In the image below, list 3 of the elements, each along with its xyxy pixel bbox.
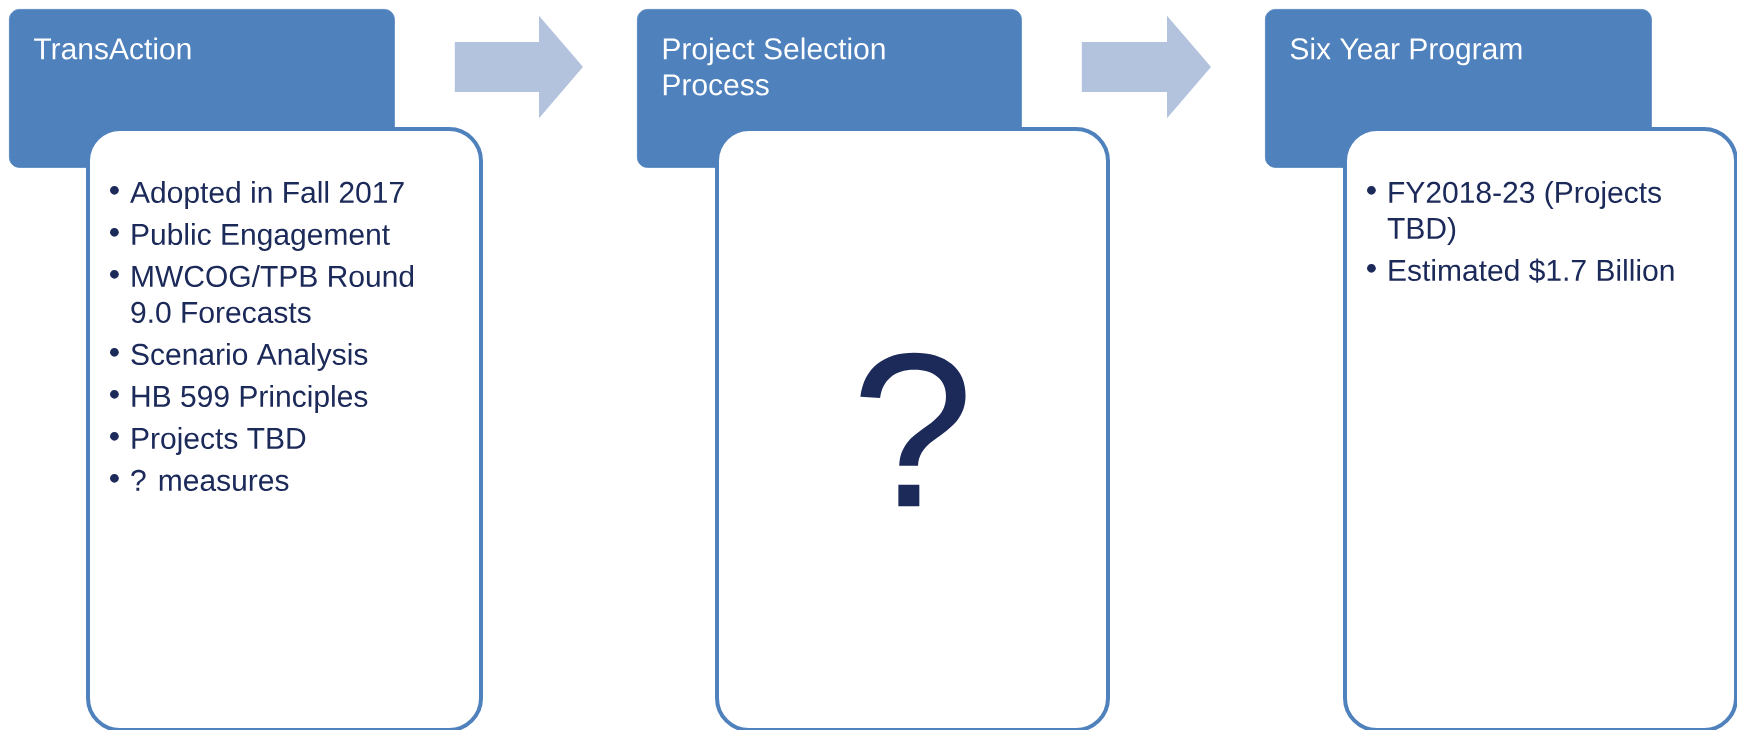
bullet-list-box: FY2018-23 (Projects TBD) Estimated $1.7 Billion [1343, 127, 1737, 730]
question-mark-box: ? [715, 127, 1110, 730]
bullet-list-box: Adopted in Fall 2017 Public Engagement MWCOG/TPB Round 9.0 Forecasts Scenario Analysis HB 599 Principles Projects TBD ? measures [86, 127, 483, 730]
